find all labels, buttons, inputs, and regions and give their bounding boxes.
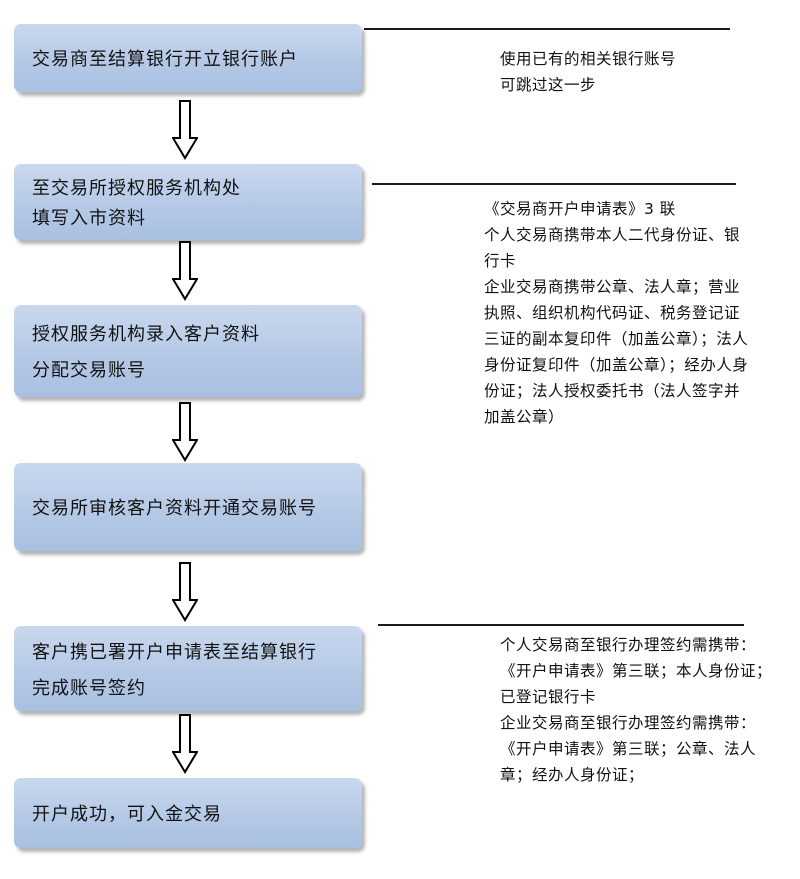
step-5-line-2: 完成账号签约 — [32, 677, 146, 699]
step-3-line-2: 分配交易账号 — [32, 360, 146, 381]
note-2-line-4: 企业交易商携带公章、法人章；营业 — [484, 278, 741, 296]
note-2-line-3: 行卡 — [484, 252, 517, 270]
step-6-line-1: 开户成功，可入金交易 — [32, 804, 222, 825]
note-3-line-1: 个人交易商至银行办理签约需携带： — [500, 636, 757, 654]
note-2-line-9: 加盖公章） — [484, 408, 565, 426]
step-3-line-1: 授权服务机构录入客户资料 — [32, 324, 260, 345]
step-2-line-2: 填写入市资料 — [32, 208, 146, 229]
note-2-line-5: 执照、组织机构代码证、税务登记证 — [484, 304, 741, 322]
note-2-line-2: 个人交易商携带本人二代身份证、银 — [484, 226, 741, 244]
step-3-box: 授权服务机构录入客户资料 分配交易账号 — [14, 305, 362, 397]
step-2-box: 至交易所授权服务机构处 填写入市资料 — [14, 164, 362, 240]
note-3: 个人交易商至银行办理签约需携带： 《开户申请表》第三联；本人身份证； 已登记银行… — [500, 632, 772, 788]
down-arrow-icon — [172, 402, 198, 462]
step-1-box: 交易商至结算银行开立银行账户 — [14, 24, 362, 92]
note-1-line — [364, 28, 730, 30]
step-4-box: 交易所审核客户资料开通交易账号 — [14, 463, 362, 551]
note-3-line-3: 已登记银行卡 — [500, 688, 597, 706]
step-1-line-1: 交易商至结算银行开立银行账户 — [32, 49, 298, 70]
note-2-line-7: 身份证复印件（加盖公章）；经办人身 — [484, 356, 749, 374]
down-arrow-icon — [172, 100, 198, 160]
note-2-line-8: 份证；法人授权委托书（法人签字并 — [484, 382, 741, 400]
note-2-line-1: 《交易商开户申请表》3 联 — [484, 200, 676, 218]
note-3-line-6: 章；经办人身份证； — [500, 766, 645, 784]
note-3-line-2: 《开户申请表》第三联；本人身份证； — [500, 662, 773, 680]
down-arrow-icon — [172, 714, 198, 774]
step-6-box: 开户成功，可入金交易 — [14, 778, 362, 848]
note-3-line-4: 企业交易商至银行办理签约需携带： — [500, 714, 757, 732]
step-4-line-1: 交易所审核客户资料开通交易账号 — [32, 498, 317, 519]
down-arrow-icon — [172, 241, 198, 301]
step-5-box: 客户携已署开户申请表至结算银行 完成账号签约 — [14, 626, 362, 711]
note-3-line — [378, 624, 744, 626]
note-2-line-6: 三证的副本复印件（加盖公章）；法人 — [484, 330, 749, 348]
note-2-line — [372, 183, 736, 185]
note-2: 《交易商开户申请表》3 联 个人交易商携带本人二代身份证、银 行卡 企业交易商携… — [484, 196, 748, 430]
note-1-line-2: 可跳过这一步 — [500, 76, 597, 94]
note-1: 使用已有的相关银行账号 可跳过这一步 — [500, 46, 676, 98]
step-2-line-1: 至交易所授权服务机构处 — [32, 178, 241, 199]
note-1-line-1: 使用已有的相关银行账号 — [500, 50, 677, 68]
step-5-line-1: 客户携已署开户申请表至结算银行 — [32, 641, 317, 663]
down-arrow-icon — [172, 562, 198, 622]
note-3-line-5: 《开户申请表》第三联；公章、法人 — [500, 740, 757, 758]
